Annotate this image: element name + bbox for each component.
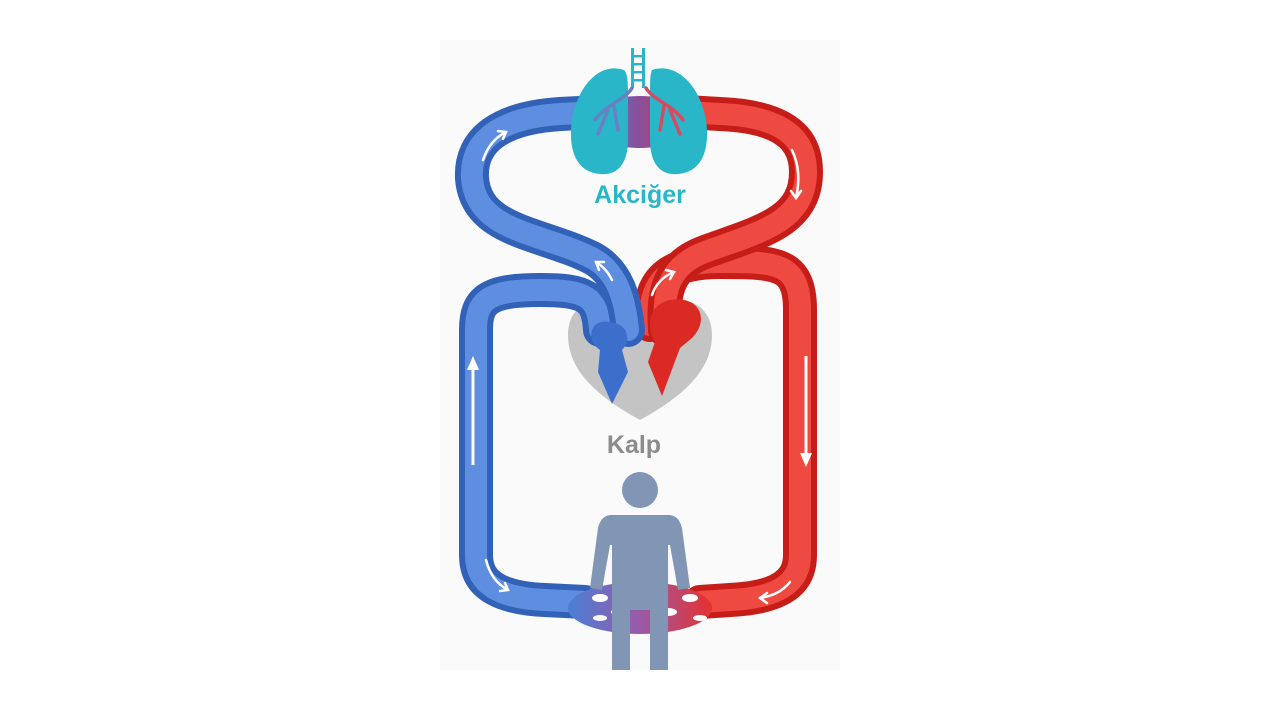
arrow-icon bbox=[789, 189, 803, 201]
long-arrow-down bbox=[800, 356, 812, 467]
arrow-icon bbox=[757, 591, 769, 605]
arrow-icon bbox=[594, 260, 606, 272]
heart-label: Kalp bbox=[606, 431, 662, 459]
arrow-icon bbox=[650, 270, 676, 297]
arrow-icon bbox=[496, 129, 508, 141]
arrow-icon bbox=[664, 268, 676, 281]
pulmonary-vein bbox=[647, 95, 824, 347]
long-arrow-up bbox=[467, 356, 479, 465]
pulmonary-artery bbox=[454, 95, 645, 347]
arrow-icon bbox=[484, 558, 510, 592]
lung-label: Akciğer bbox=[594, 181, 686, 209]
lungs-icon bbox=[570, 48, 708, 175]
arrow-icon bbox=[790, 148, 800, 200]
arrow-icon bbox=[498, 581, 510, 593]
person-icon bbox=[590, 472, 690, 670]
arrow-icon bbox=[481, 130, 508, 162]
flow-arrows bbox=[481, 129, 803, 605]
heart-chambers bbox=[591, 299, 701, 404]
arrow-icon bbox=[758, 580, 792, 600]
